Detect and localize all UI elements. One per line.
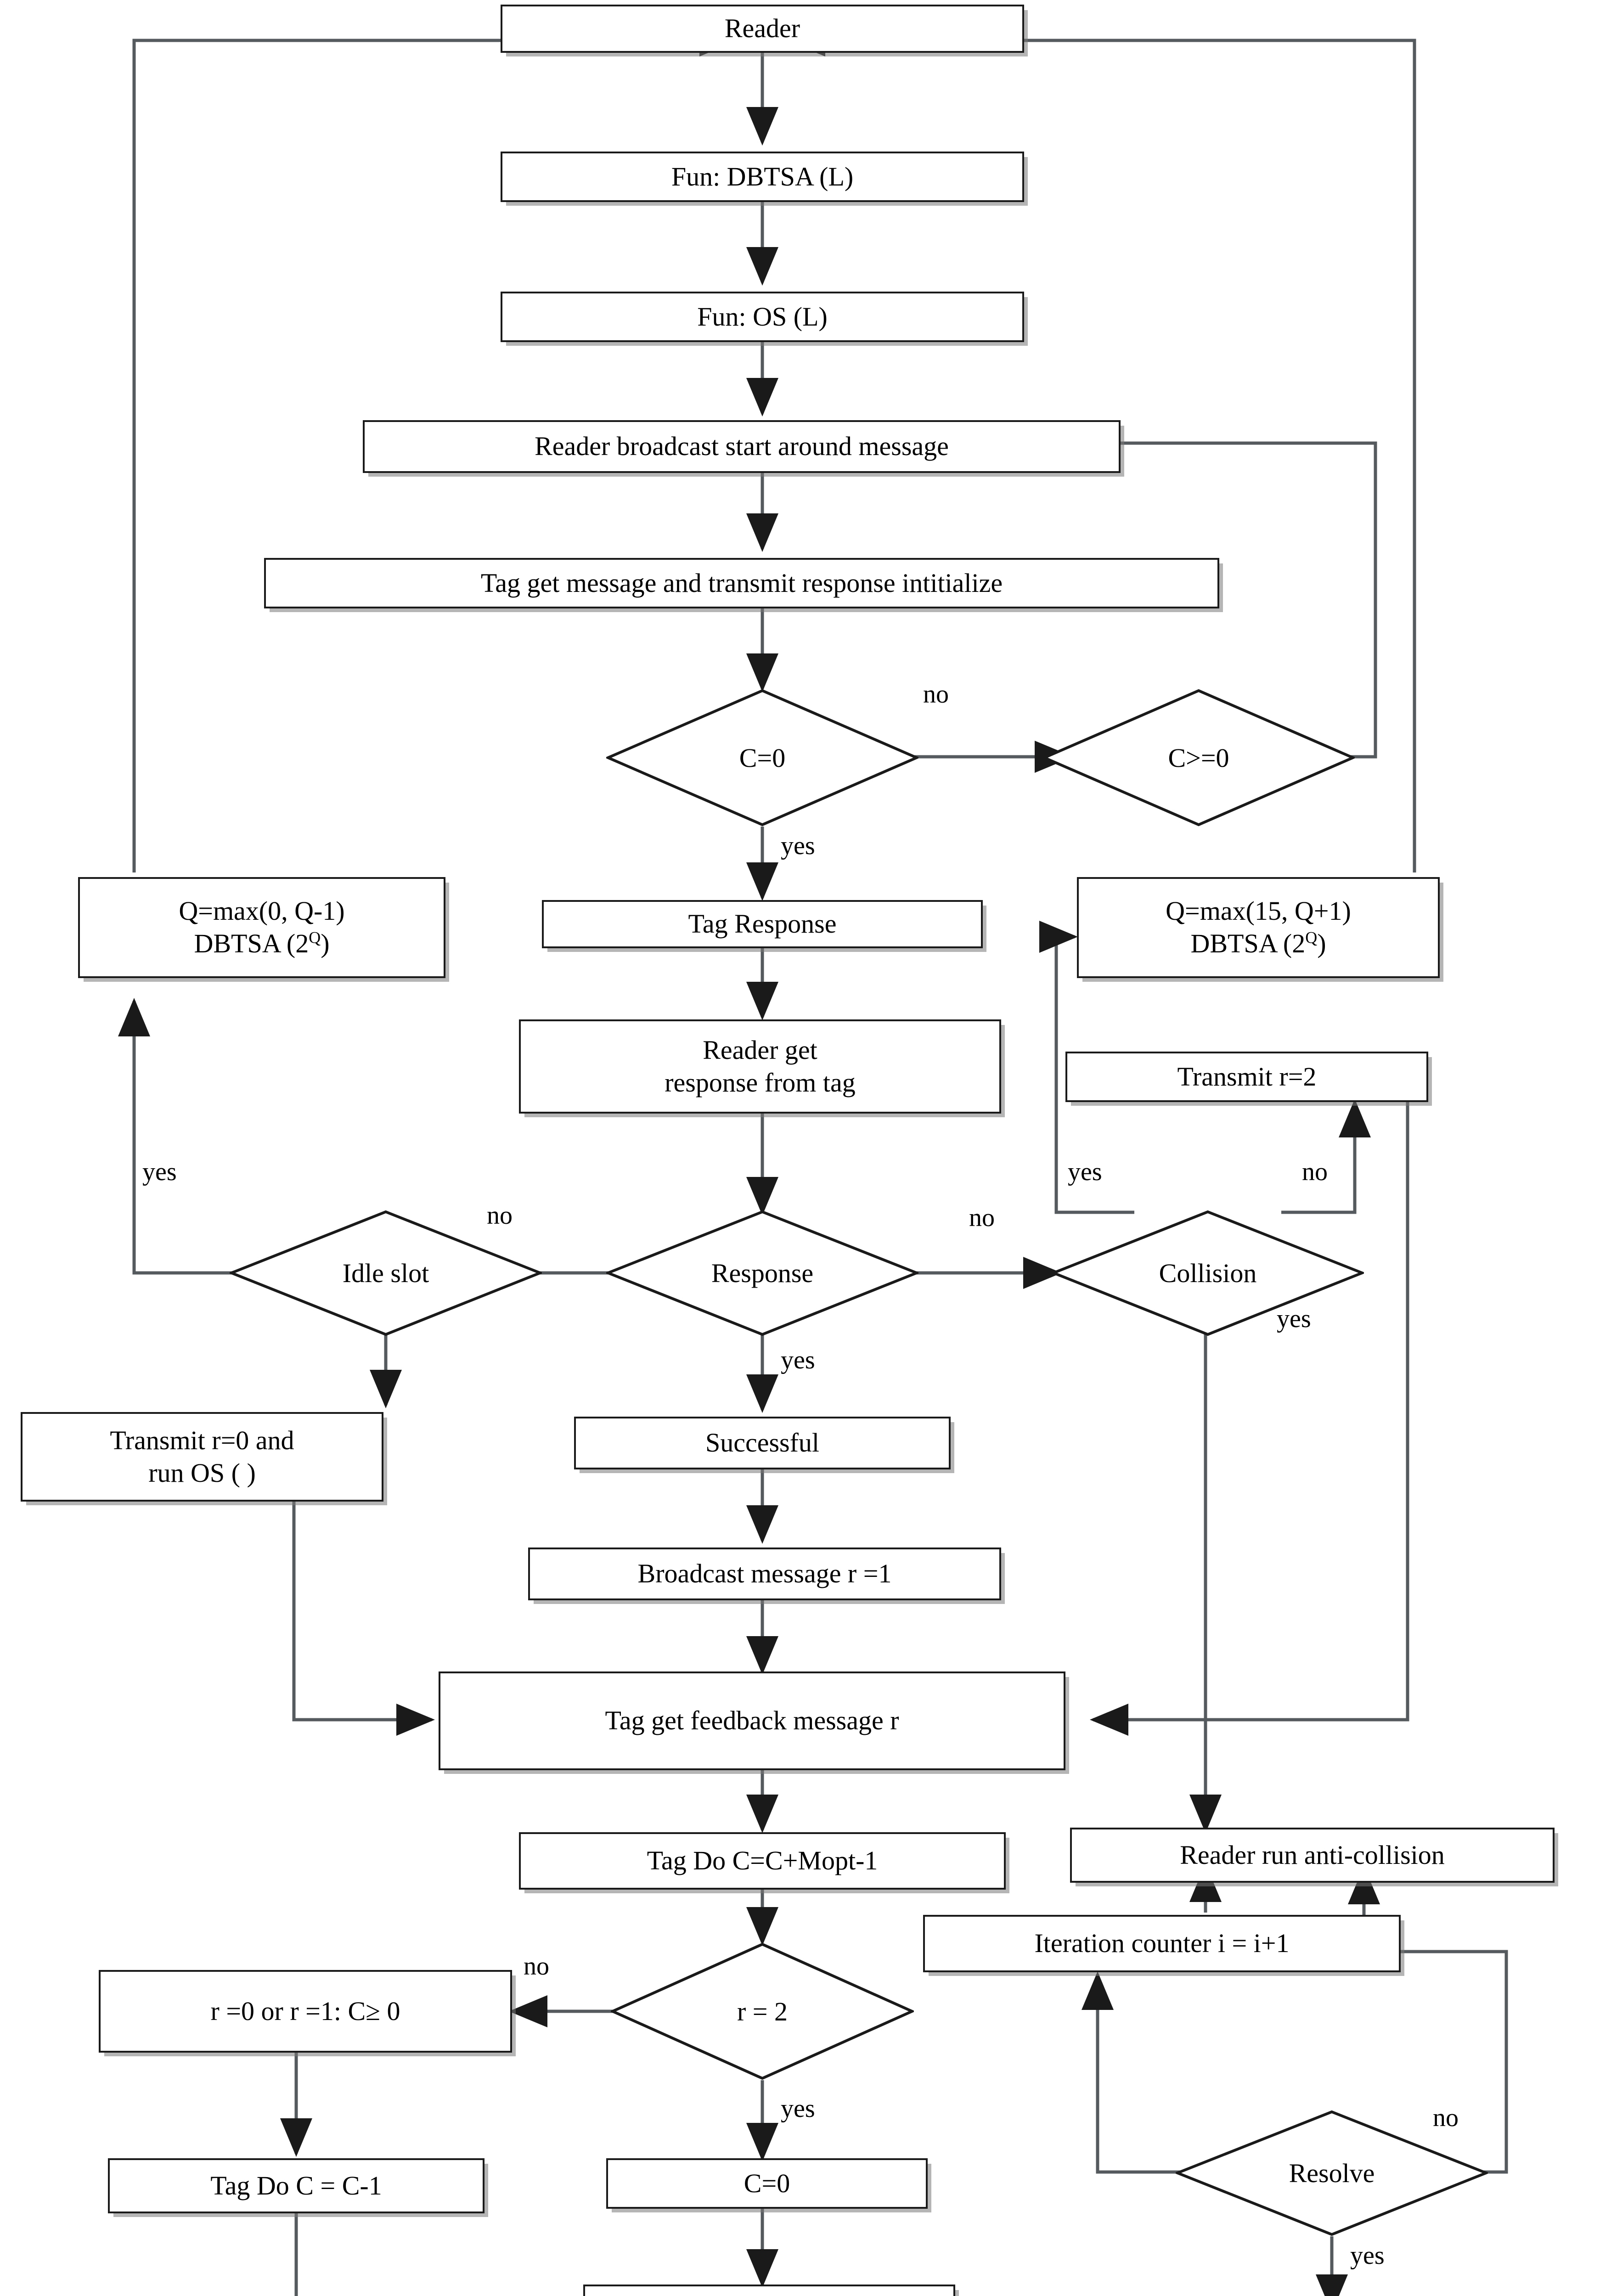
node-tag-get-feedback[interactable]: Tag get feedback message r — [439, 1671, 1065, 1770]
decision-idle-slot[interactable]: Idle slot — [230, 1210, 542, 1336]
edge-label-response-yes: yes — [781, 1346, 815, 1374]
decision-response-label: Response — [711, 1258, 814, 1288]
node-fun-os[interactable]: Fun: OS (L) — [501, 292, 1024, 342]
node-tag-do-mopt-label: Tag Do C=C+Mopt-1 — [647, 1846, 878, 1876]
decision-r-equals-2-label: r = 2 — [737, 1996, 788, 2026]
node-tag-do-c-plus-q[interactable]: Tag Do C = C+Q — [583, 2285, 955, 2296]
edge-label-response-no-left: no — [487, 1201, 513, 1230]
node-q-decrease-line2: DBTSA (2Q) — [194, 928, 330, 958]
node-reader-run-anticollision-label: Reader run anti-collision — [1180, 1840, 1445, 1870]
edge-label-collision-yes2: yes — [1277, 1305, 1311, 1333]
edge-label-c0-no: no — [923, 680, 949, 709]
node-q-decrease[interactable]: Q=max(0, Q-1) DBTSA (2Q) — [78, 877, 445, 978]
node-transmit-r0-line1: Transmit r=0 and — [110, 1425, 294, 1455]
edge-label-response-no-right: no — [969, 1204, 995, 1232]
node-q-decrease-line1: Q=max(0, Q-1) — [179, 896, 345, 926]
node-transmit-r0-line2: run OS ( ) — [148, 1458, 256, 1488]
edge-label-collision-no: no — [1302, 1158, 1328, 1186]
node-successful-middle-label: Successful — [705, 1428, 820, 1458]
node-q-increase[interactable]: Q=max(15, Q+1) DBTSA (2Q) — [1077, 877, 1440, 978]
node-reader-label: Reader — [724, 13, 800, 44]
edge-label-r2-yes: yes — [781, 2094, 815, 2123]
node-r-condition-label: r =0 or r =1: C≥ 0 — [210, 1996, 400, 2026]
node-tag-response-label: Tag Response — [688, 909, 837, 939]
node-reader[interactable]: Reader — [501, 5, 1024, 53]
node-tag-get-message[interactable]: Tag get message and transmit response in… — [264, 558, 1219, 608]
node-transmit-r2[interactable]: Transmit r=2 — [1065, 1052, 1428, 1102]
decision-idle-slot-label: Idle slot — [342, 1258, 429, 1288]
node-broadcast-start[interactable]: Reader broadcast start around message — [363, 420, 1121, 473]
edge-label-collision-yes: yes — [1068, 1158, 1102, 1186]
decision-response[interactable]: Response — [606, 1210, 918, 1336]
edge-label-resolve-no: no — [1433, 2104, 1459, 2132]
node-c-equals-0-label: C=0 — [744, 2168, 790, 2198]
node-iteration-counter-label: Iteration counter i = i+1 — [1034, 1928, 1290, 1958]
node-broadcast-start-label: Reader broadcast start around message — [535, 431, 949, 461]
node-reader-get-response[interactable]: Reader get response from tag — [519, 1019, 1001, 1114]
decision-c-equals-0[interactable]: C=0 — [606, 689, 918, 827]
node-transmit-r0-run-os[interactable]: Transmit r=0 and run OS ( ) — [21, 1412, 383, 1502]
decision-collision-label: Collision — [1159, 1258, 1257, 1288]
decision-c-ge-0[interactable]: C>=0 — [1042, 689, 1355, 827]
node-tag-do-c-minus-1[interactable]: Tag Do C = C-1 — [108, 2158, 485, 2213]
node-r-condition[interactable]: r =0 or r =1: C≥ 0 — [99, 1970, 512, 2053]
decision-c-equals-0-label: C=0 — [739, 743, 786, 773]
node-fun-dbtsa[interactable]: Fun: DBTSA (L) — [501, 152, 1024, 202]
node-q-increase-line1: Q=max(15, Q+1) — [1166, 896, 1351, 926]
decision-c-ge-0-label: C>=0 — [1168, 743, 1229, 773]
node-tag-response[interactable]: Tag Response — [542, 900, 983, 948]
q-increase-exponent: Q — [1305, 928, 1318, 947]
node-broadcast-message-r1[interactable]: Broadcast message r =1 — [528, 1548, 1001, 1600]
node-broadcast-message-r1-label: Broadcast message r =1 — [637, 1559, 892, 1589]
edge-label-r2-no: no — [524, 1952, 549, 1981]
edge-label-c0-yes: yes — [781, 832, 815, 860]
node-c-equals-0[interactable]: C=0 — [606, 2158, 928, 2209]
q-decrease-exponent: Q — [309, 928, 321, 947]
decision-resolve-label: Resolve — [1289, 2158, 1375, 2188]
node-tag-get-message-label: Tag get message and transmit response in… — [480, 568, 1003, 598]
node-fun-dbtsa-label: Fun: DBTSA (L) — [671, 161, 854, 191]
node-reader-get-response-line1: Reader get — [703, 1035, 817, 1065]
node-reader-run-anticollision[interactable]: Reader run anti-collision — [1070, 1828, 1555, 1883]
decision-collision[interactable]: Collision — [1052, 1210, 1364, 1336]
node-tag-do-c-minus-1-label: Tag Do C = C-1 — [210, 2170, 382, 2200]
node-tag-get-feedback-label: Tag get feedback message r — [605, 1705, 899, 1736]
edge-label-idle-yes: yes — [142, 1158, 177, 1186]
decision-resolve[interactable]: Resolve — [1176, 2110, 1488, 2236]
node-iteration-counter[interactable]: Iteration counter i = i+1 — [923, 1915, 1401, 1972]
node-successful-middle[interactable]: Successful — [574, 1417, 951, 1469]
node-tag-do-mopt[interactable]: Tag Do C=C+Mopt-1 — [519, 1832, 1006, 1890]
edge-label-resolve-yes: yes — [1350, 2241, 1385, 2270]
node-reader-get-response-line2: response from tag — [665, 1067, 856, 1097]
node-transmit-r2-label: Transmit r=2 — [1177, 1061, 1317, 1092]
decision-r-equals-2[interactable]: r = 2 — [611, 1942, 914, 2080]
node-fun-os-label: Fun: OS (L) — [697, 301, 828, 332]
node-q-increase-line2: DBTSA (2Q) — [1190, 928, 1326, 958]
